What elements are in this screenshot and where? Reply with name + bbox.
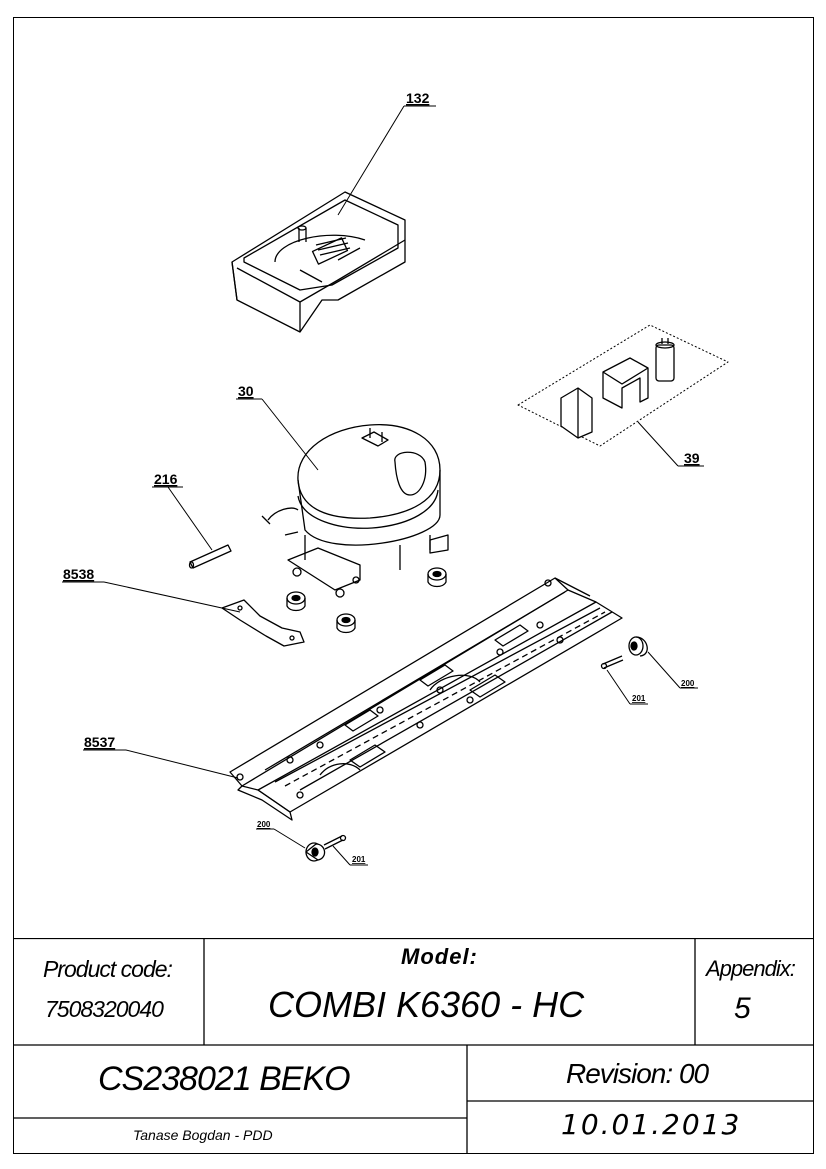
appendix-label: Appendix:	[706, 956, 796, 981]
part-8538-clip	[221, 599, 305, 647]
part-8537-base-rails	[229, 577, 623, 821]
part-216-pin	[188, 544, 232, 569]
drawing-sheet-border	[13, 17, 814, 1154]
appendix-value: 5	[734, 992, 751, 1025]
compressor-grommets	[286, 567, 447, 634]
callout-30: 30	[238, 383, 254, 399]
leader-lines	[62, 105, 704, 866]
author: Tanase Bogdan - PDD	[133, 1127, 273, 1143]
revision-date: 10.01.2013	[561, 1108, 742, 1141]
hardware-bottom	[305, 834, 347, 862]
callout-216: 216	[154, 471, 178, 487]
callout-201-bottom: 201	[352, 855, 366, 864]
part-132-tray	[231, 191, 406, 333]
callout-39: 39	[684, 450, 700, 466]
drawing-id: CS238021 BEKO	[98, 1060, 351, 1098]
callout-200-bottom: 200	[257, 820, 271, 829]
model-label: Model:	[401, 944, 478, 969]
callout-200-right: 200	[681, 679, 695, 688]
callout-8538: 8538	[63, 566, 94, 582]
part-39-relay-kit	[517, 324, 729, 447]
hardware-right	[600, 636, 648, 670]
callout-8537: 8537	[84, 734, 115, 750]
model-value: COMBI K6360 - HC	[268, 984, 585, 1025]
callout-132: 132	[406, 90, 430, 106]
product-code-value: 7508320040	[45, 996, 164, 1022]
callout-201-right: 201	[632, 694, 646, 703]
title-block-grid	[13, 938, 814, 1154]
product-code-label: Product code:	[43, 956, 173, 982]
title-block: Product code: 7508320040 Model: COMBI K6…	[13, 938, 814, 1154]
part-30-compressor	[261, 424, 449, 598]
exploded-parts-drawing: 132 30 39 216 8538 8537 201 200 200 201	[62, 90, 729, 866]
revision: Revision: 00	[566, 1058, 709, 1089]
